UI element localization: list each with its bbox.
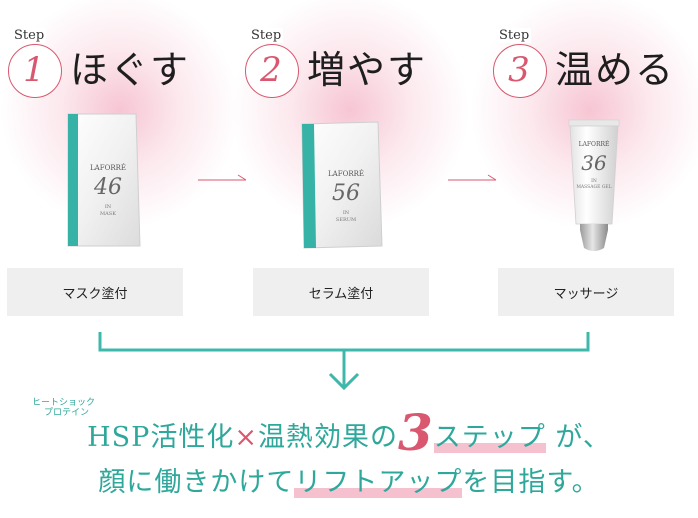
bracket-connector — [98, 332, 590, 391]
step-1-header: Step 1 ほぐす — [8, 28, 228, 100]
step-word: Step — [249, 28, 284, 43]
product-number: 36 — [581, 151, 607, 175]
headline-heat: 温熱効果の — [257, 422, 398, 453]
product-number: 46 — [93, 175, 122, 200]
step-label-serum: セラム塗付 — [253, 268, 429, 316]
arrow-right-icon — [198, 174, 247, 181]
mask-sachet-image: LAFORRÉ 46 IN MASK — [67, 113, 141, 247]
step-circle — [493, 44, 547, 98]
step-2-header: Step 2 増やす — [245, 28, 465, 100]
step-number: 3 — [508, 50, 530, 90]
arrow-right-icon — [448, 174, 497, 181]
headline-hsp: HSP活性化 — [87, 422, 235, 453]
product-sub2: SERUM — [336, 217, 356, 223]
serum-sachet-image: LAFORRÉ 56 IN SERUM — [301, 121, 383, 249]
step-title: 増やす — [307, 48, 428, 92]
step-title: 温める — [555, 48, 676, 92]
step-label-mask: マスク塗付 — [7, 268, 183, 316]
step-number: 2 — [260, 50, 282, 90]
step-3-header: Step 3 温める — [493, 28, 698, 100]
step-number: 1 — [23, 50, 45, 90]
product-sub2: MASSAGE GEL — [576, 184, 611, 190]
headline-line-1: HSP活性化×温熱効果の3ステップ が、 — [0, 403, 698, 462]
headline-line2-a: 顔に働きかけて — [98, 467, 295, 498]
step-title: ほぐす — [70, 48, 191, 92]
product-sub1: IN — [105, 204, 112, 210]
product-brand: LAFORRÉ — [90, 163, 126, 172]
massage-gel-tube-image: LAFORRÉ 36 IN MASSAGE GEL — [568, 119, 620, 251]
product-brand: LAFORRÉ — [579, 140, 610, 148]
headline-ga: が、 — [555, 422, 611, 453]
step-circle — [245, 44, 299, 98]
product-sub1: IN — [343, 210, 350, 216]
product-sub2: MASK — [100, 211, 116, 217]
step-word: Step — [497, 28, 532, 43]
step-label-massage: マッサージ — [498, 268, 674, 316]
step-circle — [8, 44, 62, 98]
headline-steps: ステップ — [433, 422, 546, 453]
times-icon: × — [234, 422, 258, 453]
headline-three: 3 — [397, 403, 434, 462]
headline-lift-up: リフトアップ — [294, 467, 463, 498]
headline-line2-b: を目指す。 — [462, 467, 600, 498]
headline-line-2: 顔に働きかけてリフトアップを目指す。 — [0, 460, 698, 499]
ruby-heat-shock: ヒートショック — [32, 398, 96, 408]
ruby-protein: プロテイン — [44, 408, 90, 418]
product-brand: LAFORRÉ — [328, 169, 364, 178]
product-number: 56 — [332, 181, 360, 206]
product-sub1: IN — [591, 178, 597, 184]
step-word: Step — [12, 28, 47, 43]
